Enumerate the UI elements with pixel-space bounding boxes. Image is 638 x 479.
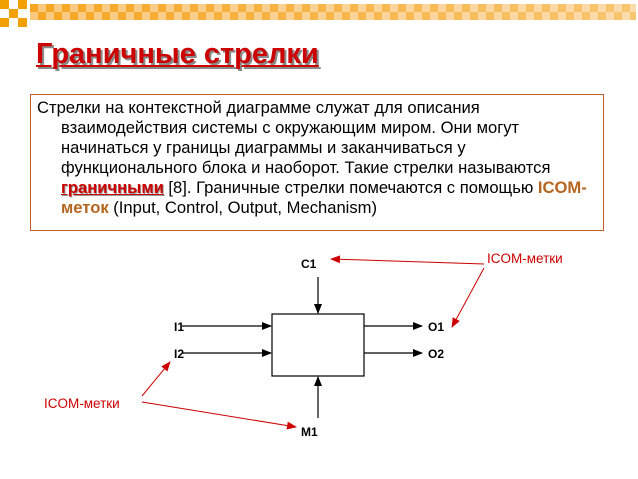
pointer-right-to-c1 xyxy=(330,255,485,265)
label-c1: C1 xyxy=(301,257,317,271)
description-paragraph: Стрелки на контекстной диаграмме служат … xyxy=(37,98,597,218)
pointer-left-to-m1 xyxy=(141,401,297,430)
label-m1: M1 xyxy=(301,425,318,439)
annotation-icom-left: ICOM-метки xyxy=(44,396,120,411)
description-text-3: (Input, Control, Output, Mechanism) xyxy=(108,198,378,217)
page-title: Граничные стрелки xyxy=(36,38,319,70)
annotation-icom-right: ICOM-метки xyxy=(487,251,563,266)
pointer-right-to-o1 xyxy=(451,267,485,328)
description-text-1: Стрелки на контекстной диаграмме служат … xyxy=(37,98,551,177)
label-i1: I1 xyxy=(174,320,184,334)
description-box: Стрелки на контекстной диаграмме служат … xyxy=(30,94,604,231)
label-o1: O1 xyxy=(428,320,444,334)
top-checker-strip xyxy=(30,4,636,20)
term-icom: ICOM-меток xyxy=(61,178,587,217)
label-i2: I2 xyxy=(174,347,184,361)
corner-checker-decoration xyxy=(0,0,27,27)
description-text-2: [8]. Граничные стрелки помечаются с помо… xyxy=(163,178,538,197)
term-boundary: граничными xyxy=(61,178,164,197)
function-block xyxy=(271,313,365,377)
pointer-left-to-i2 xyxy=(141,361,171,397)
label-o2: O2 xyxy=(428,347,444,361)
